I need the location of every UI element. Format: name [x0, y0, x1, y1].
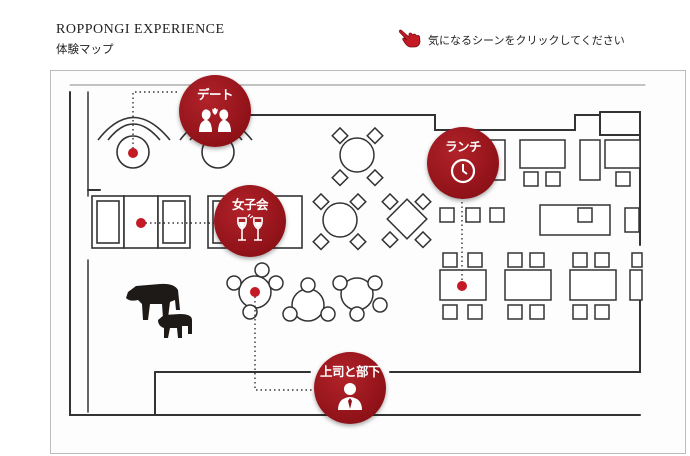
wine-glasses-icon — [232, 213, 268, 248]
scene-label-date: デート — [196, 87, 234, 102]
scene-marker-date[interactable]: デート — [179, 75, 251, 147]
location-dot-date[interactable] — [128, 148, 138, 158]
cattle-icon — [126, 283, 192, 338]
scene-label-boss: 上司と部下 — [319, 364, 381, 379]
scene-label-girls: 女子会 — [231, 197, 269, 212]
page-header: ROPPONGI EXPERIENCE 体験マップ 気になるシーンをクリックして… — [0, 0, 690, 70]
location-dot-lunch[interactable] — [457, 281, 467, 291]
scene-label-lunch: ランチ — [444, 139, 482, 154]
hint-text: 気になるシーンをクリックしてください — [428, 34, 625, 47]
page-title-ja: 体験マップ — [56, 42, 114, 56]
clock-icon — [448, 156, 478, 190]
page-title-en: ROPPONGI EXPERIENCE — [56, 22, 225, 37]
couple-heart-icon — [195, 104, 235, 138]
click-hint: 気になるシーンをクリックしてください — [398, 27, 625, 53]
scene-marker-lunch[interactable]: ランチ — [427, 127, 499, 199]
scene-marker-girls[interactable]: 女子会 — [214, 185, 286, 257]
scene-marker-boss[interactable]: 上司と部下 — [314, 352, 386, 424]
pointing-hand-icon — [398, 27, 422, 53]
businessman-icon — [335, 381, 365, 415]
location-dot-boss[interactable] — [250, 287, 260, 297]
location-dot-girls[interactable] — [136, 218, 146, 228]
